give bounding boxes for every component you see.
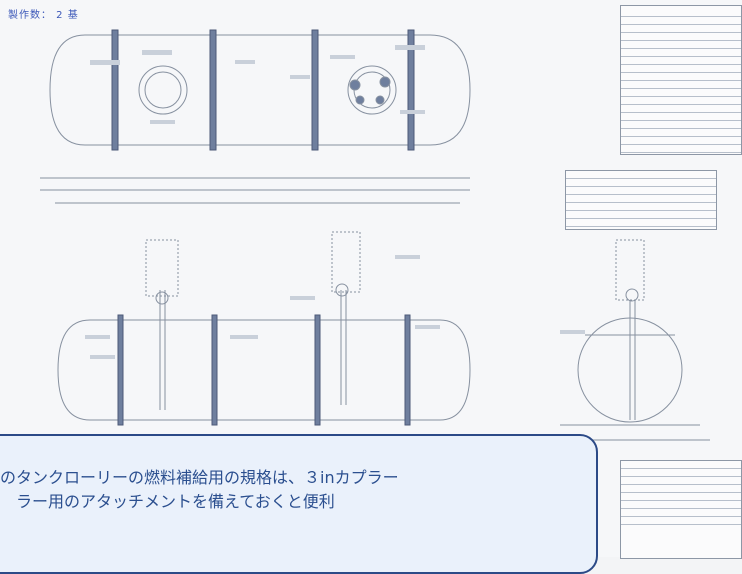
title-block [620, 460, 742, 559]
callout-text: のタンクローリーの燃料補給用の規格は、３inカプラー ラー用のアタッチメントを備… [0, 466, 600, 514]
callout-line-2: ラー用のアタッチメントを備えておくと便利 [16, 492, 335, 511]
drawing-sheet: 製作数： 2 基 [0, 5, 742, 574]
production-count: 製作数： 2 基 [8, 10, 79, 21]
tank-drawing [40, 29, 710, 441]
spec-table [620, 5, 742, 155]
callout-line-1: のタンクローリーの燃料補給用の規格は、３inカプラー [0, 468, 399, 487]
parts-table [565, 170, 717, 230]
